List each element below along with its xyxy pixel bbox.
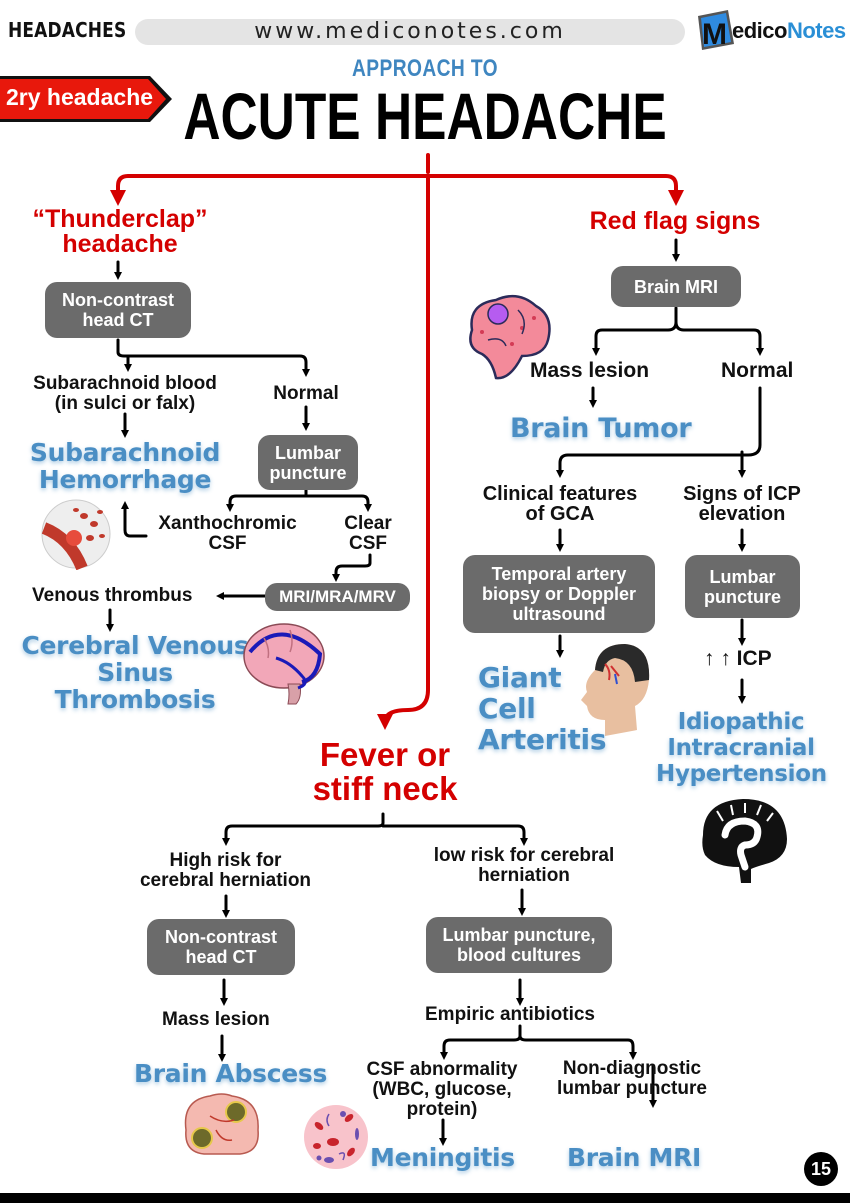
csf-abnormality-label: CSF abnormality(WBC, glucose,protein) bbox=[366, 1059, 518, 1120]
brain-abscess-illustration-icon bbox=[184, 1093, 259, 1155]
icp-elevated-label: ↑ ↑ ICP bbox=[704, 647, 772, 670]
category-tag: 2ry headache bbox=[0, 74, 175, 124]
empiric-antibiotics-label: Empiric antibiotics bbox=[425, 1004, 595, 1025]
svg-text:M: M bbox=[702, 18, 727, 51]
dx-brain-tumor: Brain Tumor bbox=[510, 413, 692, 444]
thunderclap-heading-line2: headache bbox=[62, 230, 178, 258]
normal-label-thunderclap: Normal bbox=[273, 383, 339, 404]
tag-arrow-shape bbox=[0, 76, 172, 122]
thunderclap-heading: “Thunderclap” headache bbox=[10, 207, 230, 257]
brand-logo: M edicoNotes bbox=[692, 8, 846, 52]
normal-label-redflag: Normal bbox=[721, 359, 794, 382]
sah-blood-label: Subarachnoid blood(in sulci or falx) bbox=[33, 373, 217, 414]
thunderclap-heading-line1: “Thunderclap” bbox=[32, 205, 208, 233]
red-flag-heading: Red flag signs bbox=[589, 207, 761, 235]
logo-m-icon: M bbox=[698, 10, 734, 51]
dx-meningitis: Meningitis bbox=[370, 1143, 515, 1172]
mass-lesion-label-redflag: Mass lesion bbox=[530, 359, 650, 382]
site-url[interactable]: www.mediconotes.com bbox=[135, 19, 685, 45]
footer-bar bbox=[0, 1193, 850, 1203]
title-main: ACUTE HEADACHE bbox=[183, 79, 667, 153]
bacteria-illustration-icon bbox=[304, 1105, 368, 1169]
tag-label: 2ry headache bbox=[6, 84, 154, 110]
title-approach: APPROACH TO bbox=[352, 55, 498, 82]
red-connector-down bbox=[377, 174, 430, 730]
dx-brain-abscess: Brain Abscess bbox=[134, 1059, 328, 1088]
brain-mri-box-redflag: Brain MRI bbox=[611, 266, 741, 307]
head-profile-illustration-icon bbox=[581, 644, 650, 736]
venous-thrombus-label: Venous thrombus bbox=[32, 585, 193, 606]
logo-text-dark: edico bbox=[732, 18, 787, 43]
dx-brain-mri: Brain MRI bbox=[567, 1143, 702, 1172]
sah-illustration-icon bbox=[41, 499, 111, 570]
brain-tumor-illustration-icon bbox=[469, 294, 551, 380]
brain-pressure-icon bbox=[702, 799, 787, 883]
mass-lesion-label-fever: Mass lesion bbox=[162, 1009, 270, 1030]
logo-text-blue: Notes bbox=[786, 18, 846, 43]
section-title: HEADACHES bbox=[8, 18, 127, 42]
brain-veins-illustration-icon bbox=[243, 623, 325, 705]
mri-mra-mrv-box: MRI/MRA/MRV bbox=[265, 583, 410, 611]
page-number: 15 bbox=[804, 1152, 838, 1186]
lp-cultures-box: Lumbar puncture,blood cultures bbox=[426, 917, 612, 973]
red-connector-left bbox=[110, 174, 430, 206]
red-connector-right bbox=[426, 174, 684, 206]
